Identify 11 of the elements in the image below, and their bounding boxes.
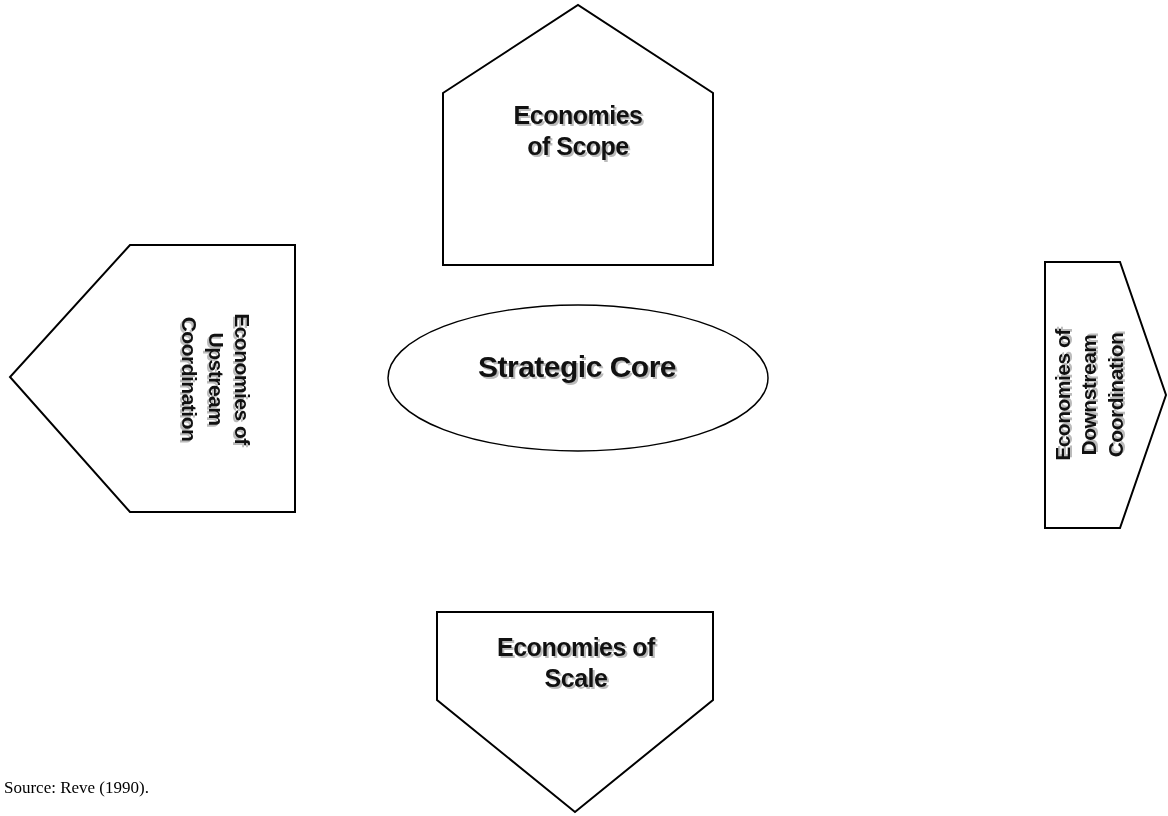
pentagon-arrow [10,245,297,514]
pentagon-arrow [437,610,715,814]
pentagon-arrow [1045,262,1167,530]
node-label: Strategic Core [476,349,678,385]
ellipse [387,304,769,452]
node-label: Economies of Upstream Coordination [177,312,255,448]
node-label: Economies of Scale [497,632,655,695]
source-caption: Source: Reve (1990). [4,778,149,798]
node-label: Economies of Downstream Coordination [1050,327,1128,463]
pentagon-arrow [443,5,713,267]
node-label: Economies of Scope [512,100,644,163]
